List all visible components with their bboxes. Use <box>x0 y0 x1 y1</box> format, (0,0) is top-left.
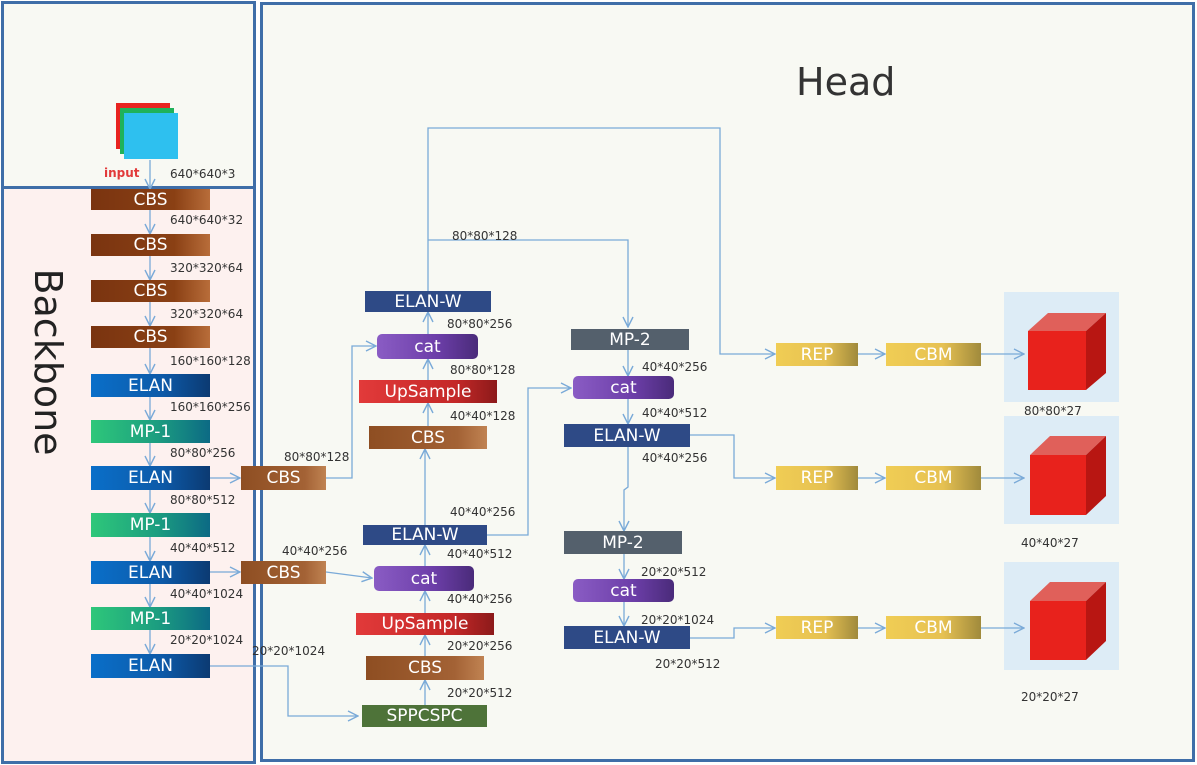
head-cat-top: cat <box>377 334 478 359</box>
output-shape-2: 40*40*27 <box>1021 536 1079 550</box>
side-cbs-2: CBS <box>241 561 326 584</box>
head-sppcspc: SPPCSPC <box>362 705 487 727</box>
head-cat-mid: cat <box>374 566 474 591</box>
output-cube-2 <box>1030 436 1106 515</box>
input-shape: 640*640*3 <box>170 167 236 181</box>
head-upsample-mid: UpSample <box>356 613 494 635</box>
cbm-block-2: CBM <box>886 466 981 490</box>
backbone-mp1-1: MP-1 <box>91 420 210 443</box>
backbone-cbs-1: CBS <box>91 189 210 210</box>
output-shape-3: 20*20*27 <box>1021 690 1079 704</box>
head-col2-shape-6: 20*20*512 <box>655 657 721 671</box>
backbone-shape-1: 640*640*32 <box>170 213 244 227</box>
head-shape-1: 80*80*256 <box>447 317 513 331</box>
rep-block-1: REP <box>776 343 858 366</box>
head-shape-2: 80*80*128 <box>450 363 516 377</box>
head-col2-shape-4: 20*20*512 <box>641 565 707 579</box>
backbone-shape-2: 320*320*64 <box>170 261 244 275</box>
head-mp2-bot: MP-2 <box>564 531 682 554</box>
head-col2-shape-5: 20*20*1024 <box>641 613 715 627</box>
head-shape-5: 40*40*512 <box>447 547 513 561</box>
head-elan-w-top: ELAN-W <box>365 291 491 312</box>
head-shape-6: 40*40*256 <box>447 592 513 606</box>
backbone-shape-9: 40*40*1024 <box>170 587 244 601</box>
backbone-elan-2: ELAN <box>91 466 210 490</box>
head-shape-3: 40*40*128 <box>450 409 516 423</box>
cbm-block-1: CBM <box>886 343 981 366</box>
rep-block-2: REP <box>776 466 858 490</box>
output-cube-3 <box>1030 582 1106 660</box>
backbone-shape-8: 40*40*512 <box>170 541 236 555</box>
head-shape-4: 40*40*256 <box>450 505 516 519</box>
head-col2-shape-2: 40*40*512 <box>642 406 708 420</box>
input-label: input <box>104 166 140 180</box>
backbone-shape-6: 80*80*256 <box>170 446 236 460</box>
backbone-shape-10: 20*20*1024 <box>170 633 244 647</box>
backbone-shape-7: 80*80*512 <box>170 493 236 507</box>
side-cbs-1: CBS <box>241 466 326 490</box>
backbone-mp1-2: MP-1 <box>91 513 210 537</box>
output-shape-1: 80*80*27 <box>1024 404 1082 418</box>
backbone-elan-1: ELAN <box>91 374 210 397</box>
head-col2-shape-3: 40*40*256 <box>642 451 708 465</box>
head-mp2-top: MP-2 <box>571 329 689 350</box>
head-shape-7: 20*20*256 <box>447 639 513 653</box>
head-cat-col2-bot: cat <box>573 579 674 602</box>
input-image-icon <box>116 103 178 159</box>
backbone-shape-3: 320*320*64 <box>170 307 244 321</box>
head-cat-col2-top: cat <box>573 376 674 399</box>
head-elan-w-mid: ELAN-W <box>363 525 487 545</box>
output-cube-1 <box>1028 313 1106 390</box>
side-shape-1: 80*80*128 <box>284 450 350 464</box>
side-shape-2: 40*40*256 <box>282 544 348 558</box>
backbone-shape-5: 160*160*256 <box>170 400 251 414</box>
backbone-elan-4: ELAN <box>91 654 210 678</box>
head-col2-shape-1: 40*40*256 <box>642 360 708 374</box>
cbm-block-3: CBM <box>886 616 981 639</box>
backbone-cbs-4: CBS <box>91 326 210 348</box>
head-cbs-top: CBS <box>369 426 487 449</box>
head-shape-8: 20*20*512 <box>447 686 513 700</box>
backbone-elan-3: ELAN <box>91 561 210 584</box>
head-top-shape: 80*80*128 <box>452 229 518 243</box>
backbone-mp1-3: MP-1 <box>91 607 210 630</box>
head-elan-w-col2-bot: ELAN-W <box>564 626 690 649</box>
side-shape-3: 20*20*1024 <box>252 644 326 658</box>
rep-block-3: REP <box>776 616 858 639</box>
head-upsample-top: UpSample <box>359 380 497 403</box>
backbone-cbs-3: CBS <box>91 280 210 302</box>
backbone-shape-4: 160*160*128 <box>170 354 251 368</box>
head-elan-w-col2-top: ELAN-W <box>564 424 690 447</box>
head-title: Head <box>796 60 896 104</box>
head-cbs-mid: CBS <box>366 656 484 680</box>
backbone-cbs-2: CBS <box>91 234 210 256</box>
